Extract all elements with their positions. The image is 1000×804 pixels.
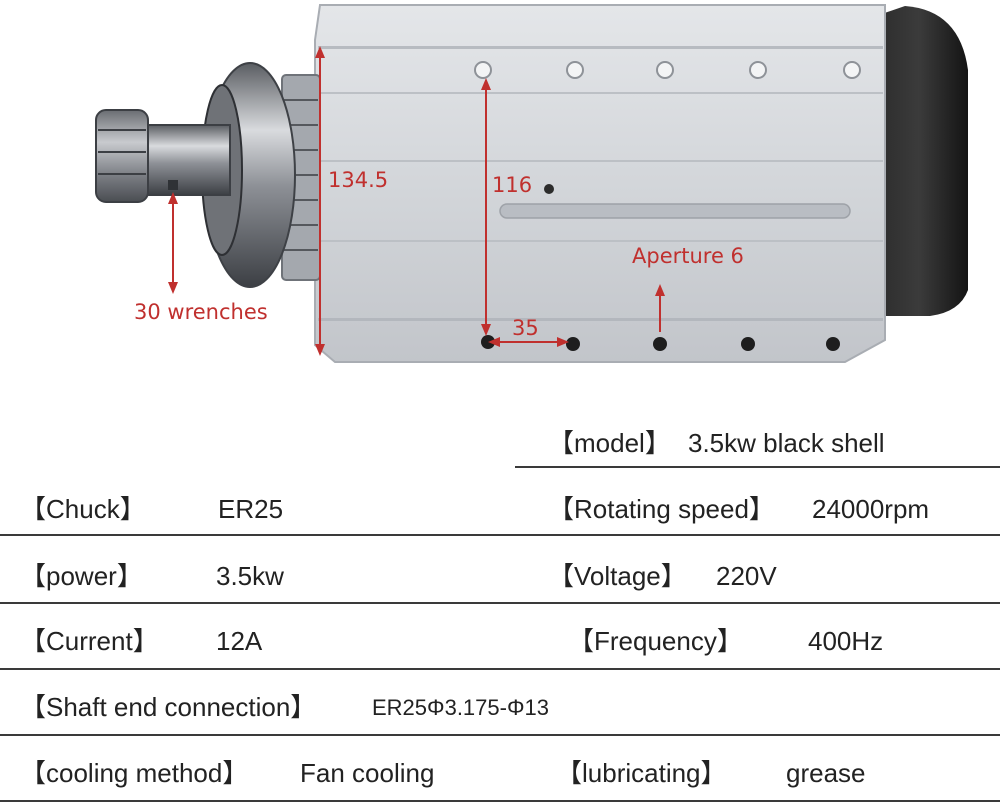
spec-cooling-value: Fan cooling xyxy=(300,758,435,788)
aluminium-housing xyxy=(314,4,886,363)
collet-nut xyxy=(95,109,149,203)
dimension-hole-spacing-label: 35 xyxy=(512,316,539,340)
spec-shaft-value: ER25Φ3.175-Φ13 xyxy=(372,695,549,720)
spec-rotating-speed-label: 【Rotating speed】 xyxy=(548,494,775,524)
mounting-holes-top xyxy=(474,61,861,79)
row-divider xyxy=(0,734,1000,736)
spec-model-label: 【model】 xyxy=(548,428,671,458)
spec-chuck-label: 【Chuck】 xyxy=(20,494,146,524)
spec-lubricating-value: grease xyxy=(786,758,866,788)
row-divider xyxy=(0,602,1000,604)
spec-chuck-value: ER25 xyxy=(218,494,284,524)
spec-lubricating-label: 【lubricating】 xyxy=(556,758,727,788)
spec-current-value: 12A xyxy=(216,626,263,656)
spec-frequency-value: 400Hz xyxy=(808,626,884,656)
spec-voltage-value: 220V xyxy=(716,561,777,591)
spec-frequency-label: 【Frequency】 xyxy=(568,626,743,656)
row-divider xyxy=(0,668,1000,670)
spindle-shaft xyxy=(139,124,231,196)
dimension-lines xyxy=(168,46,665,356)
spindle-motor-image xyxy=(95,4,968,363)
spec-voltage-label: 【Voltage】 xyxy=(548,561,687,591)
row-divider xyxy=(0,534,1000,536)
dimension-aperture-label: Aperture 6 xyxy=(632,244,744,268)
spec-current-label: 【Current】 xyxy=(20,626,159,656)
spec-rotating-speed-value: 24000rpm xyxy=(812,494,930,524)
dimension-height-outer-label: 134.5 xyxy=(328,168,389,192)
row-divider xyxy=(0,800,1000,802)
spec-shaft-label: 【Shaft end connection】 xyxy=(20,692,317,722)
spec-power-label: 【power】 xyxy=(20,561,143,591)
mounting-holes-bottom xyxy=(481,335,840,351)
spec-power-value: 3.5kw xyxy=(216,561,284,591)
front-flange xyxy=(201,62,321,288)
dimension-height-inner-label: 116 xyxy=(492,173,533,197)
dimension-wrenches-label: 30 wrenches xyxy=(134,300,268,324)
spec-model-value: 3.5kw black shell xyxy=(688,428,885,458)
black-end-cap xyxy=(870,6,968,316)
spec-cooling-label: 【cooling method】 xyxy=(20,758,249,788)
row-divider xyxy=(515,466,1000,468)
